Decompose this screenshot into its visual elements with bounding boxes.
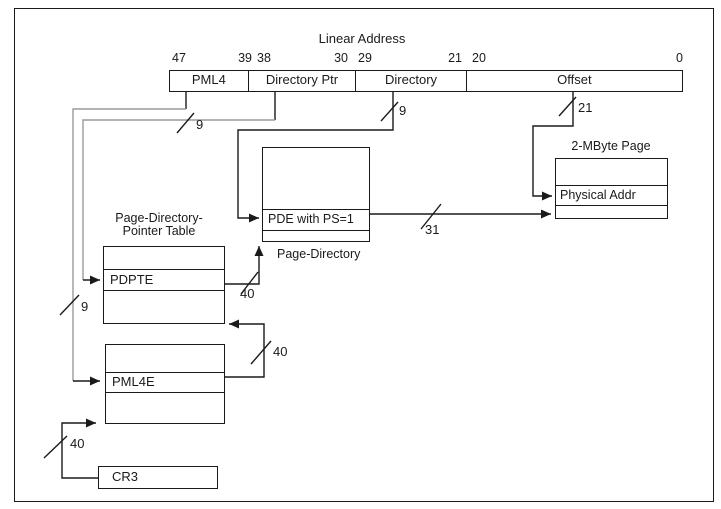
pde-entry: PDE with PS=1 [263,209,369,231]
bit-21: 21 [448,51,462,65]
cr3-output-wire [61,418,98,479]
field-pml4: PML4 [191,72,226,87]
pml4-table: PML4E [105,344,225,424]
page-directory-empty-row [263,231,369,241]
field-directory-ptr: Directory Ptr [247,71,356,91]
width-label-pde-physical: 31 [425,222,440,237]
page-directory-label: Page-Directory [277,247,361,261]
directory-index-wire [237,92,394,223]
pdpt-table: PDPTE [103,246,225,324]
width-label-offset: 21 [578,100,593,115]
bit-38: 38 [257,51,271,65]
physical-addr-entry: Physical Addr [556,185,667,206]
page-directory-table: PDE with PS=1 [262,147,370,242]
figure-border [14,8,714,502]
field-offset: Offset [465,71,682,91]
width-label-cr3-output: 40 [70,436,85,451]
pml4-empty-row [106,393,224,423]
slash-pml4e-output [250,340,272,365]
page-empty-row [556,206,667,218]
pdpte-entry: PDPTE [104,269,224,291]
pml4e-entry: PML4E [106,372,224,393]
pdpt-label: Page-Directory- Pointer Table [100,212,218,238]
slash-directory-index [380,101,399,122]
width-label-pml4e-output: 40 [273,344,288,359]
cr3-register: CR3 [98,466,218,489]
width-label-pdpte-output: 40 [240,286,255,301]
slash-offset [558,96,577,117]
bit-39: 39 [238,51,252,65]
pdpt-label-line2: Pointer Table [122,224,196,238]
field-directory: Directory [355,71,466,91]
pml4-empty-row [106,345,224,372]
slash-pml4-index [59,294,80,316]
pdpt-label-line1: Page-Directory- [115,211,203,225]
slash-dirptr-index [176,112,195,134]
pdpt-empty-row [104,247,224,269]
linear-address-box: PML4 Directory Ptr Directory Offset [169,70,683,92]
page-directory-empty-row [263,148,369,209]
page-empty-row [556,159,667,185]
width-label-pml4-index: 9 [81,299,89,314]
bit-0: 0 [676,51,683,65]
pdpt-empty-row [104,291,224,323]
slash-pdpte-output [240,271,259,295]
bit-30: 30 [334,51,348,65]
dirptr-index-wire [82,119,275,280]
width-label-dirptr-index: 9 [196,117,204,132]
bit-47: 47 [172,51,186,65]
slash-pde-physical [420,203,442,230]
pml4-index-wire [72,108,186,381]
two-mbyte-page-box: Physical Addr [555,158,668,219]
bit-29: 29 [358,51,372,65]
width-label-directory-index: 9 [399,103,407,118]
two-mbyte-page-label: 2-MByte Page [571,139,651,153]
pdpte-output-wire [225,246,264,285]
bit-20: 20 [472,51,486,65]
slash-cr3-output [43,435,68,459]
linear-address-title: Linear Address [318,31,406,46]
pml4e-output-wire [225,319,265,378]
offset-wire [532,92,574,201]
